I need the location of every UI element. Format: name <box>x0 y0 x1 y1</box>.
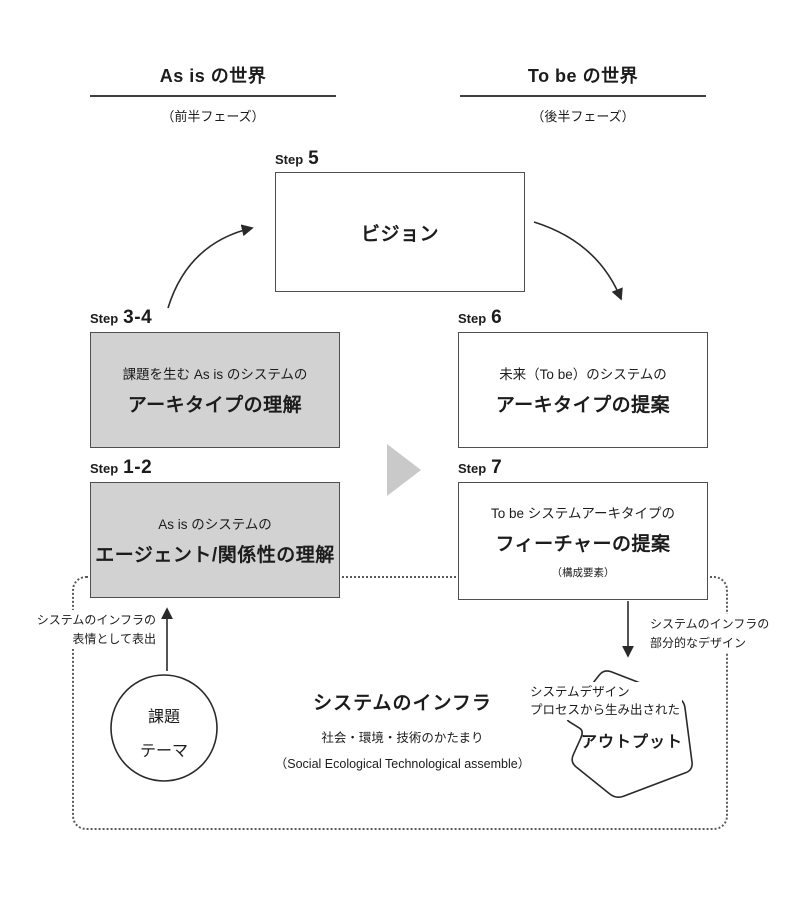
output-caption-line2: プロセスから生み出された <box>530 703 681 718</box>
infra-partial-design-note: システムのインフラの 部分的なデザイン <box>648 614 772 654</box>
feature-proposal-box: To be システムアーキタイプの フィーチャーの提案 （構成要素） <box>458 482 708 600</box>
as-is-header: As is の世界 （前半フェーズ） <box>90 62 336 125</box>
infra-title: システムのインフラ <box>313 693 492 714</box>
archetype-understanding-line1: 課題を生む As is のシステムの <box>122 367 308 382</box>
as-is-title: As is の世界 <box>159 66 267 86</box>
infra-partial-design-note-line1: システムのインフラの <box>650 617 770 631</box>
infra-subtitle: 社会・環境・技術のかたまり <box>321 731 484 745</box>
step6-label-number: 6 <box>491 307 503 328</box>
vision-box: ビジョン <box>275 172 525 292</box>
theme-circle-text: 課題 テーマ <box>110 701 218 768</box>
output-caption-line1: システムデザイン <box>530 685 630 699</box>
theme-circle-line2: テーマ <box>139 742 188 760</box>
step7-label-prefix: Step <box>458 461 487 476</box>
step1-2-label-prefix: Step <box>90 461 119 476</box>
as-is-subtitle: （前半フェーズ） <box>161 109 265 124</box>
infra-text-block: システムのインフラ 社会・環境・技術のかたまり （Social Ecologic… <box>245 688 560 772</box>
as-is-underline <box>90 95 336 97</box>
step3-4-label: Step 3-4 <box>90 307 152 329</box>
step5-label-prefix: Step <box>275 152 304 167</box>
infra-subtitle-en: （Social Ecological Technological assembl… <box>274 757 531 771</box>
to-be-title: To be の世界 <box>527 66 639 86</box>
step3-4-label-number: 3-4 <box>123 307 153 328</box>
infra-partial-design-note-line2: 部分的なデザイン <box>650 635 747 650</box>
feature-proposal-line3: （構成要素） <box>551 567 615 579</box>
curved-arrow-up-right-icon <box>167 224 254 309</box>
step3-4-label-prefix: Step <box>90 311 119 326</box>
to-be-subtitle: （後半フェーズ） <box>531 109 635 124</box>
step5-label-number: 5 <box>308 148 320 169</box>
to-be-header: To be の世界 （後半フェーズ） <box>460 62 706 125</box>
theme-circle-line1: 課題 <box>147 709 180 726</box>
archetype-proposal-line2: アーキタイプの提案 <box>495 395 671 416</box>
infra-expression-note-line1: システムのインフラの <box>36 613 156 627</box>
archetype-understanding-line2: アーキタイプの理解 <box>127 395 303 416</box>
step5-label: Step 5 <box>275 148 319 170</box>
agent-relation-line2: エージェント/関係性の理解 <box>95 545 335 566</box>
output-label: アウトプット <box>580 734 683 751</box>
step6-label-prefix: Step <box>458 311 487 326</box>
archetype-proposal-box: 未来（To be）のシステムの アーキタイプの提案 <box>458 332 708 448</box>
step1-2-label-number: 1-2 <box>123 457 153 478</box>
feature-proposal-line2: フィーチャーの提案 <box>495 534 671 555</box>
play-triangle-icon <box>387 444 421 496</box>
archetype-understanding-box: 課題を生む As is のシステムの アーキタイプの理解 <box>90 332 340 448</box>
step7-label: Step 7 <box>458 457 502 479</box>
step1-2-label: Step 1-2 <box>90 457 152 479</box>
infra-expression-note-line2: 表情として表出 <box>72 631 156 646</box>
agent-relation-line1: As is のシステムの <box>158 517 272 532</box>
archetype-proposal-line1: 未来（To be）のシステムの <box>499 367 667 382</box>
feature-proposal-line1: To be システムアーキタイプの <box>490 506 676 521</box>
step6-label: Step 6 <box>458 307 502 329</box>
infra-expression-note: システムのインフラの 表情として表出 <box>28 610 158 650</box>
infra-dotted-container <box>72 576 728 830</box>
to-be-underline <box>460 95 706 97</box>
agent-relation-box: As is のシステムの エージェント/関係性の理解 <box>90 482 340 598</box>
output-caption: システムデザイン プロセスから生み出された <box>528 682 683 721</box>
curved-arrow-down-right-icon <box>533 221 623 301</box>
vision-box-title: ビジョン <box>360 223 439 245</box>
step7-label-number: 7 <box>491 457 503 478</box>
